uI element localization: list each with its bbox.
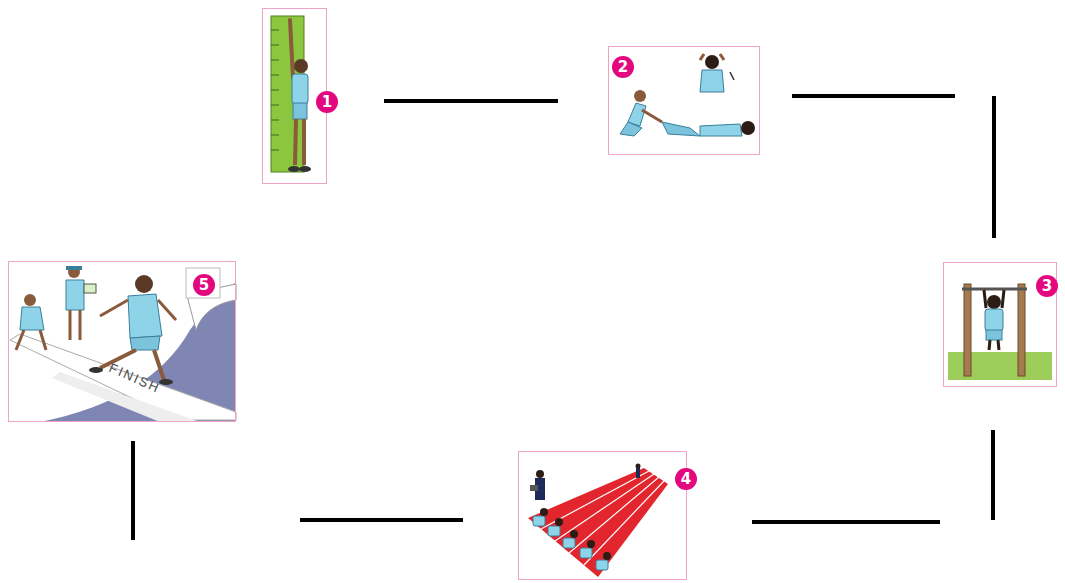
pullup-illustration [948, 284, 1052, 380]
finish-line-text: FINISH [107, 360, 163, 396]
connector-line [792, 96, 994, 238]
callout-number: 1 [316, 91, 338, 113]
picture-box: 5FINISH [8, 261, 236, 422]
picture-box: 2 [608, 46, 760, 155]
callout-number: 2 [612, 56, 634, 78]
picture-box: 4 [518, 451, 687, 580]
picture-box: 3 [943, 262, 1057, 387]
connector-line [384, 99, 558, 103]
sprint-illustration [528, 464, 668, 578]
finish-illustration [10, 266, 236, 422]
situp-illustration [620, 54, 755, 136]
connector-line [752, 430, 993, 522]
callout-number: 4 [675, 468, 697, 490]
height-measure-illustration [271, 16, 311, 172]
connector-line [133, 441, 463, 540]
picture-box: 1 [262, 8, 327, 184]
callout-number: 5 [193, 274, 215, 296]
callout-number: 3 [1036, 275, 1058, 297]
